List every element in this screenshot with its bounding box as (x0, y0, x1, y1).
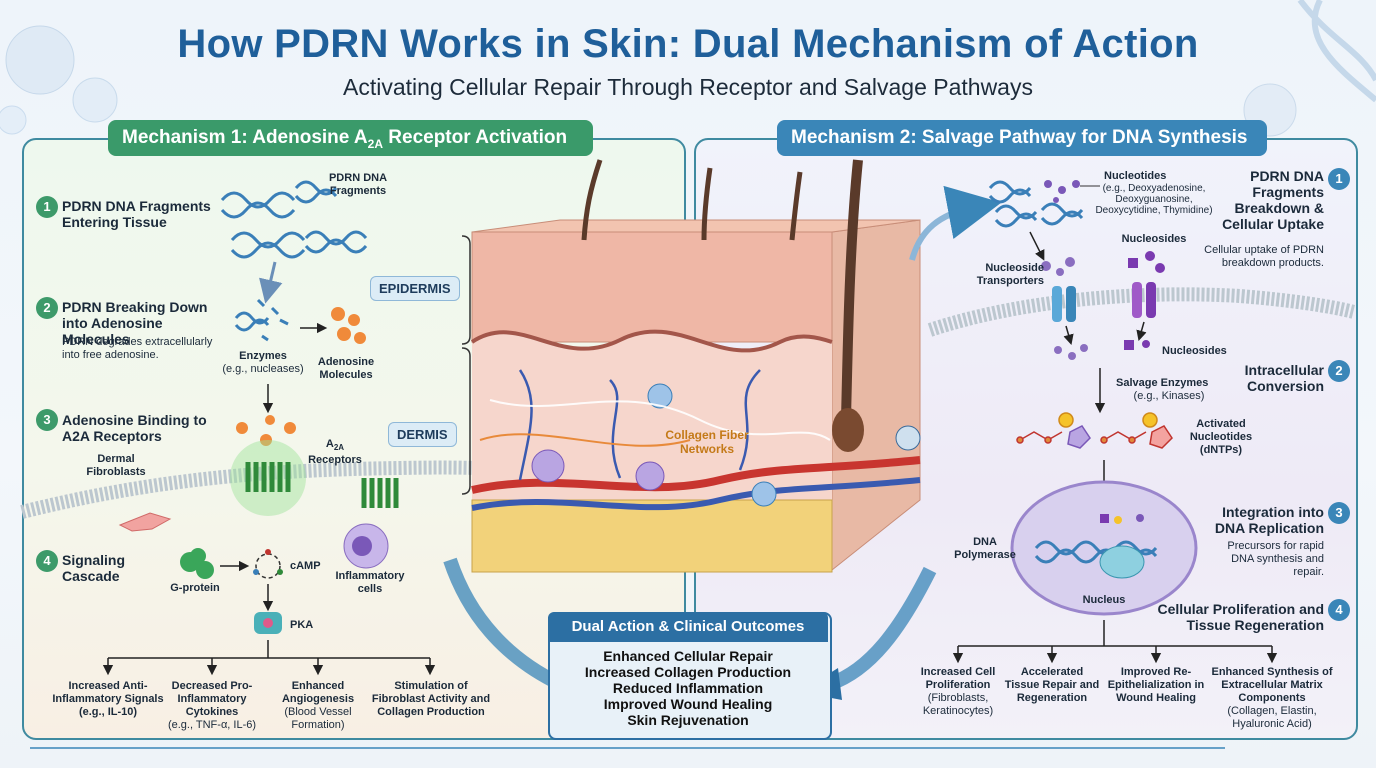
collagen-label: Collagen Fiber Networks (665, 428, 749, 456)
mech2-step-1-desc: Cellular uptake of PDRN breakdown produc… (1204, 244, 1324, 269)
dual-action-item-2: Increased Collagen Production (584, 664, 792, 680)
mech2-step-3-title: Integration into DNA Replication (1214, 504, 1324, 536)
camp-cycle-icon (253, 549, 283, 579)
nucleoside-transporter-icon (1052, 286, 1076, 322)
dna-fragments-icon (220, 180, 368, 259)
mech2-outcome-4: Enhanced Synthesis of Extracellular Matr… (1211, 666, 1333, 730)
fragments-label: PDRN DNA Fragments (328, 172, 388, 197)
mech2-outcome-3: Improved Re-Epithelialization in Wound H… (1107, 666, 1205, 704)
mech1-outcome-4: Stimulation of Fibroblast Activity and C… (371, 680, 491, 718)
mech2-step-3-number: 3 (1328, 502, 1350, 524)
nucleotides-example: (e.g., Deoxyadenosine, Deoxyguanosine, D… (1095, 183, 1213, 216)
mech1-outcome-2: Decreased Pro-Inflammatory Cytokines(e.g… (167, 680, 257, 731)
fibroblasts-label: Dermal Fibroblasts (86, 453, 146, 478)
mech2-step-1-title: PDRN DNA Fragments Breakdown & Cellular … (1222, 168, 1324, 232)
fibroblast-icon (118, 512, 172, 532)
activated-label: Activated Nucleotides (dNTPs) (1189, 418, 1253, 456)
a2a-receptor-icon-2 (361, 478, 399, 508)
pka-icon (254, 612, 282, 634)
mech1-step-4-title: Signaling Cascade (62, 552, 125, 584)
mech2-outcome-2: Accelerated Tissue Repair and Regenerati… (1004, 666, 1100, 704)
mech1-step-3-number: 3 (36, 409, 58, 431)
g-protein-icon (180, 548, 214, 579)
mechanism-1-header: Mechanism 1: Adenosine A2A Receptor Acti… (108, 120, 593, 156)
dual-action-item-4: Improved Wound Healing (603, 696, 773, 712)
inflammatory-label: Inflammatory cells (335, 570, 405, 595)
page-subtitle: Activating Cellular Repair Through Recep… (343, 74, 1033, 100)
dna-polymerase-icon (1099, 545, 1145, 579)
salvage-label: Salvage Enzymes (1116, 377, 1209, 389)
mech1-step-2-desc: PDRN degrades extracellularly into free … (62, 336, 213, 361)
salvage-example: (e.g., Kinases) (1133, 390, 1205, 402)
mech1-step-1-title: PDRN DNA Fragments Entering Tissue (62, 198, 211, 230)
dual-action-item-1: Enhanced Cellular Repair (603, 648, 773, 664)
inflammatory-cell-icon (343, 523, 389, 569)
dual-action-item-5: Skin Rejuvenation (627, 712, 749, 728)
a2a-receptor-icon (245, 462, 291, 492)
g-protein-label: G-protein (170, 582, 220, 594)
pka-label: PKA (290, 619, 314, 631)
dna-fragments-icon-2 (988, 180, 1084, 228)
mech2-step-2-title: Intracellular Conversion (1244, 362, 1324, 394)
nucleoside-transporter-icon-2 (1132, 282, 1156, 318)
hair-follicle-icon (841, 159, 863, 421)
page-title: How PDRN Works in Skin: Dual Mechanism o… (177, 22, 1199, 66)
transporters-label: Nucleoside Transporters (976, 262, 1044, 287)
adenosine-label: Adenosine Molecules (317, 356, 375, 381)
mech2-step-4-number: 4 (1328, 599, 1350, 621)
mech2-outcome-1: Increased Cell Proliferation(Fibroblasts… (920, 666, 996, 717)
mechanism-1-illustration (20, 180, 652, 676)
mech2-step-3-desc: Precursors for rapid DNA synthesis and r… (1227, 540, 1324, 578)
mechanism-2-header: Mechanism 2: Salvage Pathway for DNA Syn… (777, 120, 1267, 156)
mech2-step-2-number: 2 (1328, 360, 1350, 382)
enzymes-example: (e.g., nucleases) (222, 363, 304, 375)
nucleus-label: Nucleus (1082, 594, 1126, 606)
dual-action-header: Dual Action & Clinical Outcomes (548, 612, 828, 642)
dntp-icon-2 (1100, 412, 1173, 449)
dual-action-item-3: Reduced Inflammation (612, 680, 764, 696)
adenosine-molecules-icon (331, 307, 366, 344)
dermis-label: DERMIS (388, 422, 457, 447)
mech1-step-3-title: Adenosine Binding to A2A Receptors (62, 412, 207, 444)
mech1-outcome-3: Enhanced Angiogenesis(Blood Vessel Forma… (281, 680, 355, 731)
enzymes-label: Enzymes (239, 350, 287, 362)
mech1-step-2-number: 2 (36, 297, 58, 319)
mech1-step-4-number: 4 (36, 550, 58, 572)
nucleus-icon (1010, 480, 1198, 616)
broken-dna-icon (234, 298, 289, 342)
mech2-step-4-title: Cellular Proliferation and Tissue Regene… (1157, 601, 1324, 633)
nucleotides-label: Nucleotides (1104, 170, 1167, 182)
mech1-outcome-1: Increased Anti-Inflammatory Signals(e.g.… (52, 680, 164, 718)
nucleosides-top-label: Nucleosides (1121, 233, 1187, 245)
polymerase-label: DNA Polymerase (954, 536, 1016, 561)
nucleosides-mid-label: Nucleosides (1162, 345, 1227, 357)
epidermis-label: EPIDERMIS (370, 276, 460, 301)
mech2-step-1-number: 1 (1328, 168, 1350, 190)
mech1-step-1-number: 1 (36, 196, 58, 218)
mech1-step-2-title: PDRN Breaking Down into Adenosine Molecu… (62, 299, 208, 347)
cell-membrane-2 (927, 287, 1356, 337)
camp-label: cAMP (290, 560, 321, 572)
dntp-icon (1016, 412, 1091, 449)
cell-membrane (20, 460, 652, 519)
